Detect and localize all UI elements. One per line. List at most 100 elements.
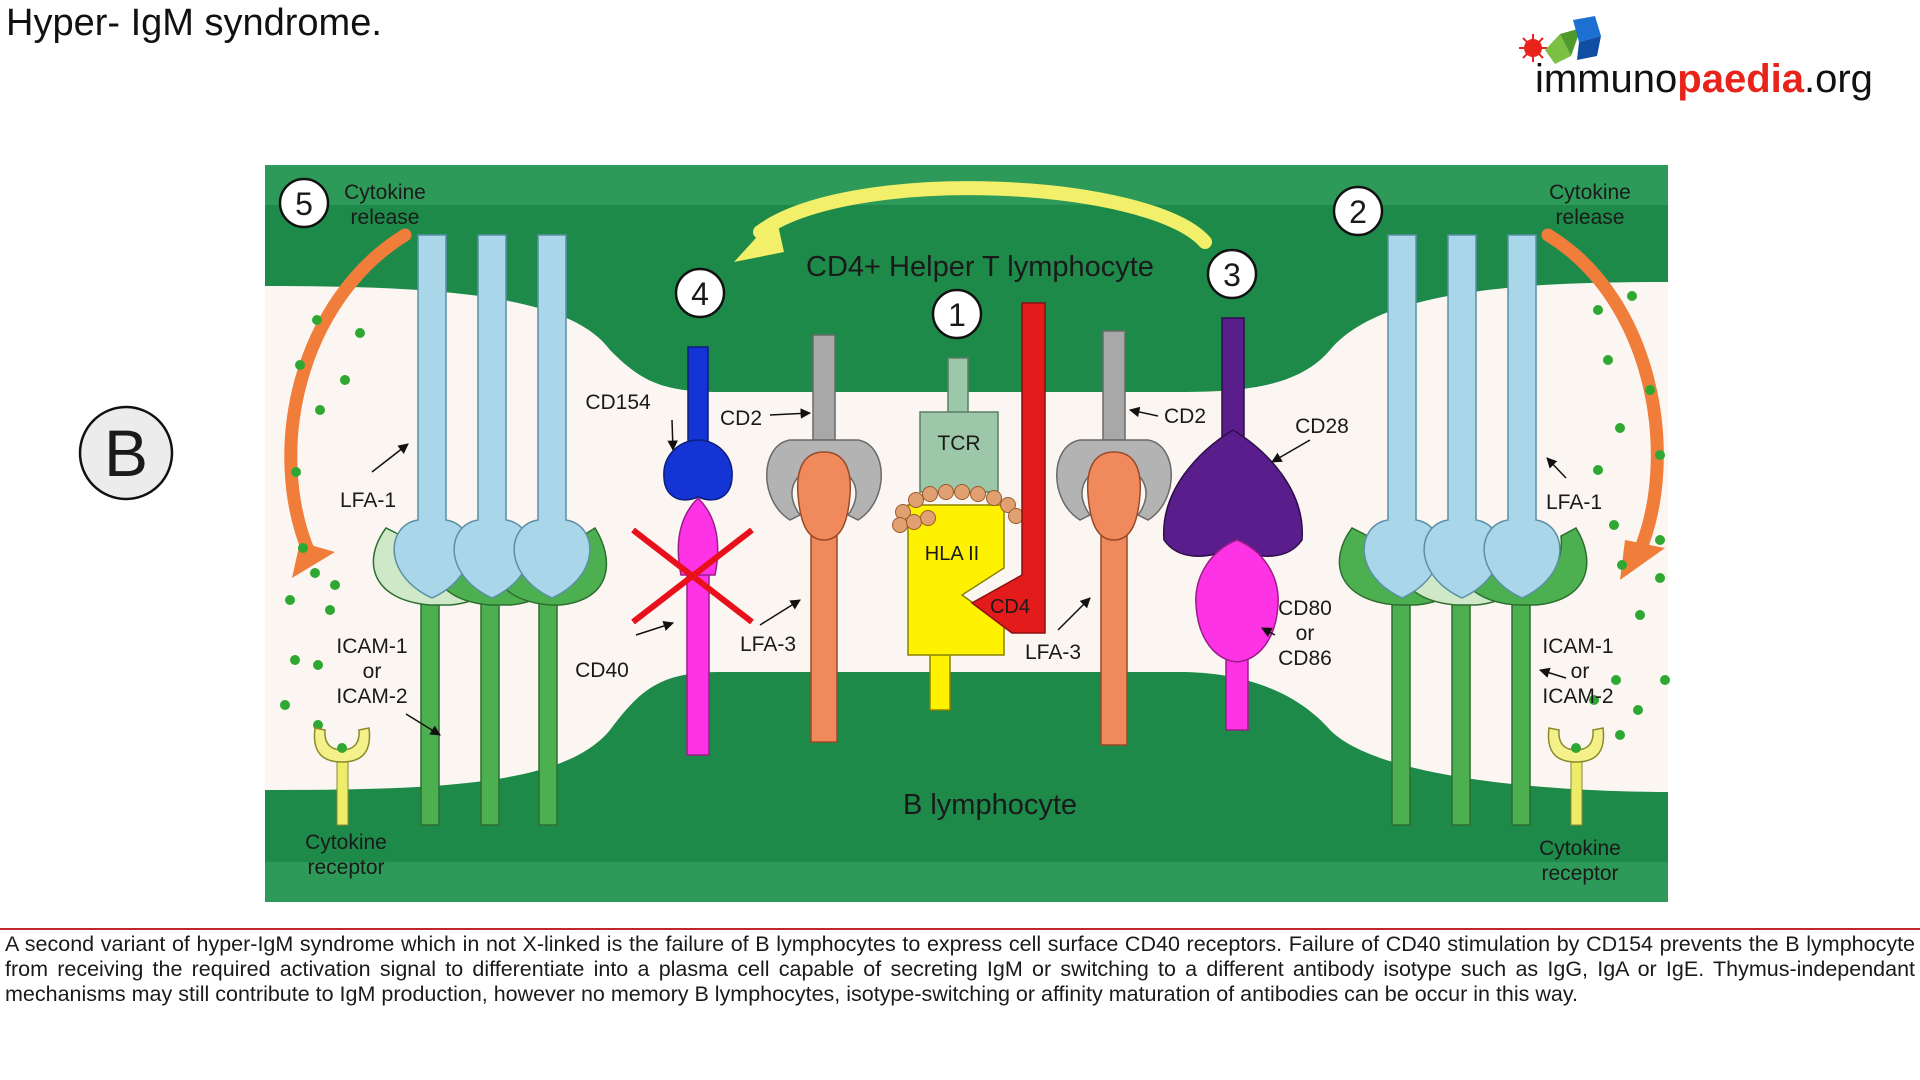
peptide-bead — [986, 490, 1002, 506]
cd2-left-label: CD2 — [720, 407, 762, 430]
step-badge-3: 3 — [1206, 248, 1258, 300]
cytokine-dot — [312, 315, 322, 325]
cytokine-dot — [325, 605, 335, 615]
peptide-bead — [906, 514, 922, 530]
cd4-label: CD4 — [990, 596, 1030, 618]
cd80-label: CD80 — [1278, 597, 1332, 620]
panel-letter: B — [104, 416, 148, 490]
cytokine-dot — [315, 405, 325, 415]
cytokine-receptor-right-l2: receptor — [1541, 862, 1618, 885]
hyper-igm-diagram: CD4+ Helper T lymphocyte B lymphocyte B … — [78, 165, 1670, 902]
cytokine-dot — [310, 568, 320, 578]
cytokine-molecules — [280, 291, 1670, 740]
cytokine-dot — [290, 655, 300, 665]
immunopaedia-logo[interactable]: immunopaedia.org — [1505, 12, 1905, 107]
cytokine-dot — [1655, 450, 1665, 460]
cytokine-release-left-l2: release — [351, 206, 420, 229]
cytokine-dot — [1593, 465, 1603, 475]
cd28-label: CD28 — [1295, 415, 1349, 438]
peptide-bead — [908, 492, 924, 508]
step-number: 1 — [948, 297, 966, 333]
cd40-molecule — [677, 496, 719, 756]
lfa1-cluster-left — [393, 234, 591, 599]
cd80-86-molecule — [1195, 539, 1279, 731]
icam-right-l1: ICAM-1 — [1542, 635, 1613, 658]
cytokine-dot — [313, 660, 323, 670]
icam-left-l1: ICAM-1 — [336, 635, 407, 658]
cytokine-dot — [1645, 385, 1655, 395]
cytokine-dot — [1611, 675, 1621, 685]
peptide-bead — [954, 484, 970, 500]
b-cell-membrane-highlight — [265, 862, 1668, 902]
peptide-bead — [970, 486, 986, 502]
signal-arrow — [753, 181, 1212, 249]
step-badge-5: 5 — [278, 177, 330, 229]
peptide-bead — [922, 486, 938, 502]
cd4-molecule: CD4 — [970, 302, 1046, 634]
logo-cubes-icon — [1519, 16, 1601, 64]
step-badge-2: 2 — [1332, 185, 1384, 237]
cytokine-dot — [1617, 560, 1627, 570]
b-cell-label: B lymphocyte — [903, 789, 1077, 821]
cd86-label: CD86 — [1278, 647, 1332, 670]
b-cell-membrane — [265, 672, 1668, 902]
cd28-molecule — [1163, 317, 1303, 557]
logo-text-paedia: paedia — [1677, 57, 1804, 101]
cd2-lfa3-pair-left — [766, 334, 882, 743]
cytokine-dot — [340, 375, 350, 385]
caption-text: A second variant of hyper-IgM syndrome w… — [5, 932, 1915, 1006]
cd154-label: CD154 — [585, 391, 651, 414]
cytokine-dot — [355, 328, 365, 338]
t-cell-label: CD4+ Helper T lymphocyte — [806, 251, 1154, 283]
cytokine-dot — [1660, 675, 1670, 685]
step-number: 3 — [1223, 257, 1241, 293]
cytokine-dot — [291, 467, 301, 477]
cytokine-dot — [1589, 695, 1599, 705]
slide-title: Hyper- IgM syndrome. — [6, 2, 382, 44]
peptide-bead — [892, 517, 908, 533]
cytokine-arrow-right — [1541, 228, 1664, 562]
cytokine-release-left-l1: Cytokine — [344, 181, 426, 204]
cytokine-receptor-left — [313, 727, 371, 826]
cd2-right-label: CD2 — [1164, 405, 1206, 428]
icam-right-l2: or — [1571, 660, 1590, 683]
cytokine-dot — [330, 580, 340, 590]
peptide-bead — [938, 484, 954, 500]
cytokine-dot — [1609, 520, 1619, 530]
cytokine-dot — [1655, 535, 1665, 545]
caption-divider — [0, 928, 1920, 930]
logo-text-org: .org — [1804, 57, 1873, 101]
lfa1-right-label: LFA-1 — [1546, 491, 1602, 514]
cytokine-dot — [1615, 730, 1625, 740]
cytokine-dot — [1615, 423, 1625, 433]
cytokine-dot — [295, 360, 305, 370]
cd80-or-label: or — [1296, 622, 1315, 645]
hla-ii-molecule: HLA II — [907, 504, 1005, 711]
lfa3-left-label: LFA-3 — [740, 633, 796, 656]
cytokine-receptor-right-l1: Cytokine — [1539, 837, 1621, 860]
step-badge-1: 1 — [931, 288, 983, 340]
cd2-lfa3-pair-right — [1056, 330, 1172, 746]
step-badge-4: 4 — [674, 267, 726, 319]
peptide-bead — [1000, 497, 1016, 513]
cytokine-receptor-left-l1: Cytokine — [305, 831, 387, 854]
step-number: 2 — [1349, 194, 1367, 230]
cytokine-dot — [1593, 305, 1603, 315]
cytokine-dot — [280, 700, 290, 710]
icam-right-l3: ICAM-2 — [1542, 685, 1613, 708]
lfa1-cluster-right — [1363, 234, 1561, 599]
cytokine-dot — [1655, 573, 1665, 583]
hla-label: HLA II — [925, 543, 979, 565]
cytokine-dot — [298, 543, 308, 553]
cytokine-dot — [1635, 610, 1645, 620]
lfa3-right-label: LFA-3 — [1025, 641, 1081, 664]
icam-left-l2: or — [363, 660, 382, 683]
cytokine-release-right-l1: Cytokine — [1549, 181, 1631, 204]
cytokine-arrow-right-head — [1620, 540, 1665, 580]
tcr-molecule: TCR — [919, 357, 999, 493]
t-cell-membrane — [265, 165, 1668, 392]
cytokine-receptor-right — [1547, 727, 1605, 826]
cytokine-dot — [1633, 705, 1643, 715]
label-pointers — [371, 406, 1567, 736]
blocked-interaction-cross — [631, 527, 754, 625]
